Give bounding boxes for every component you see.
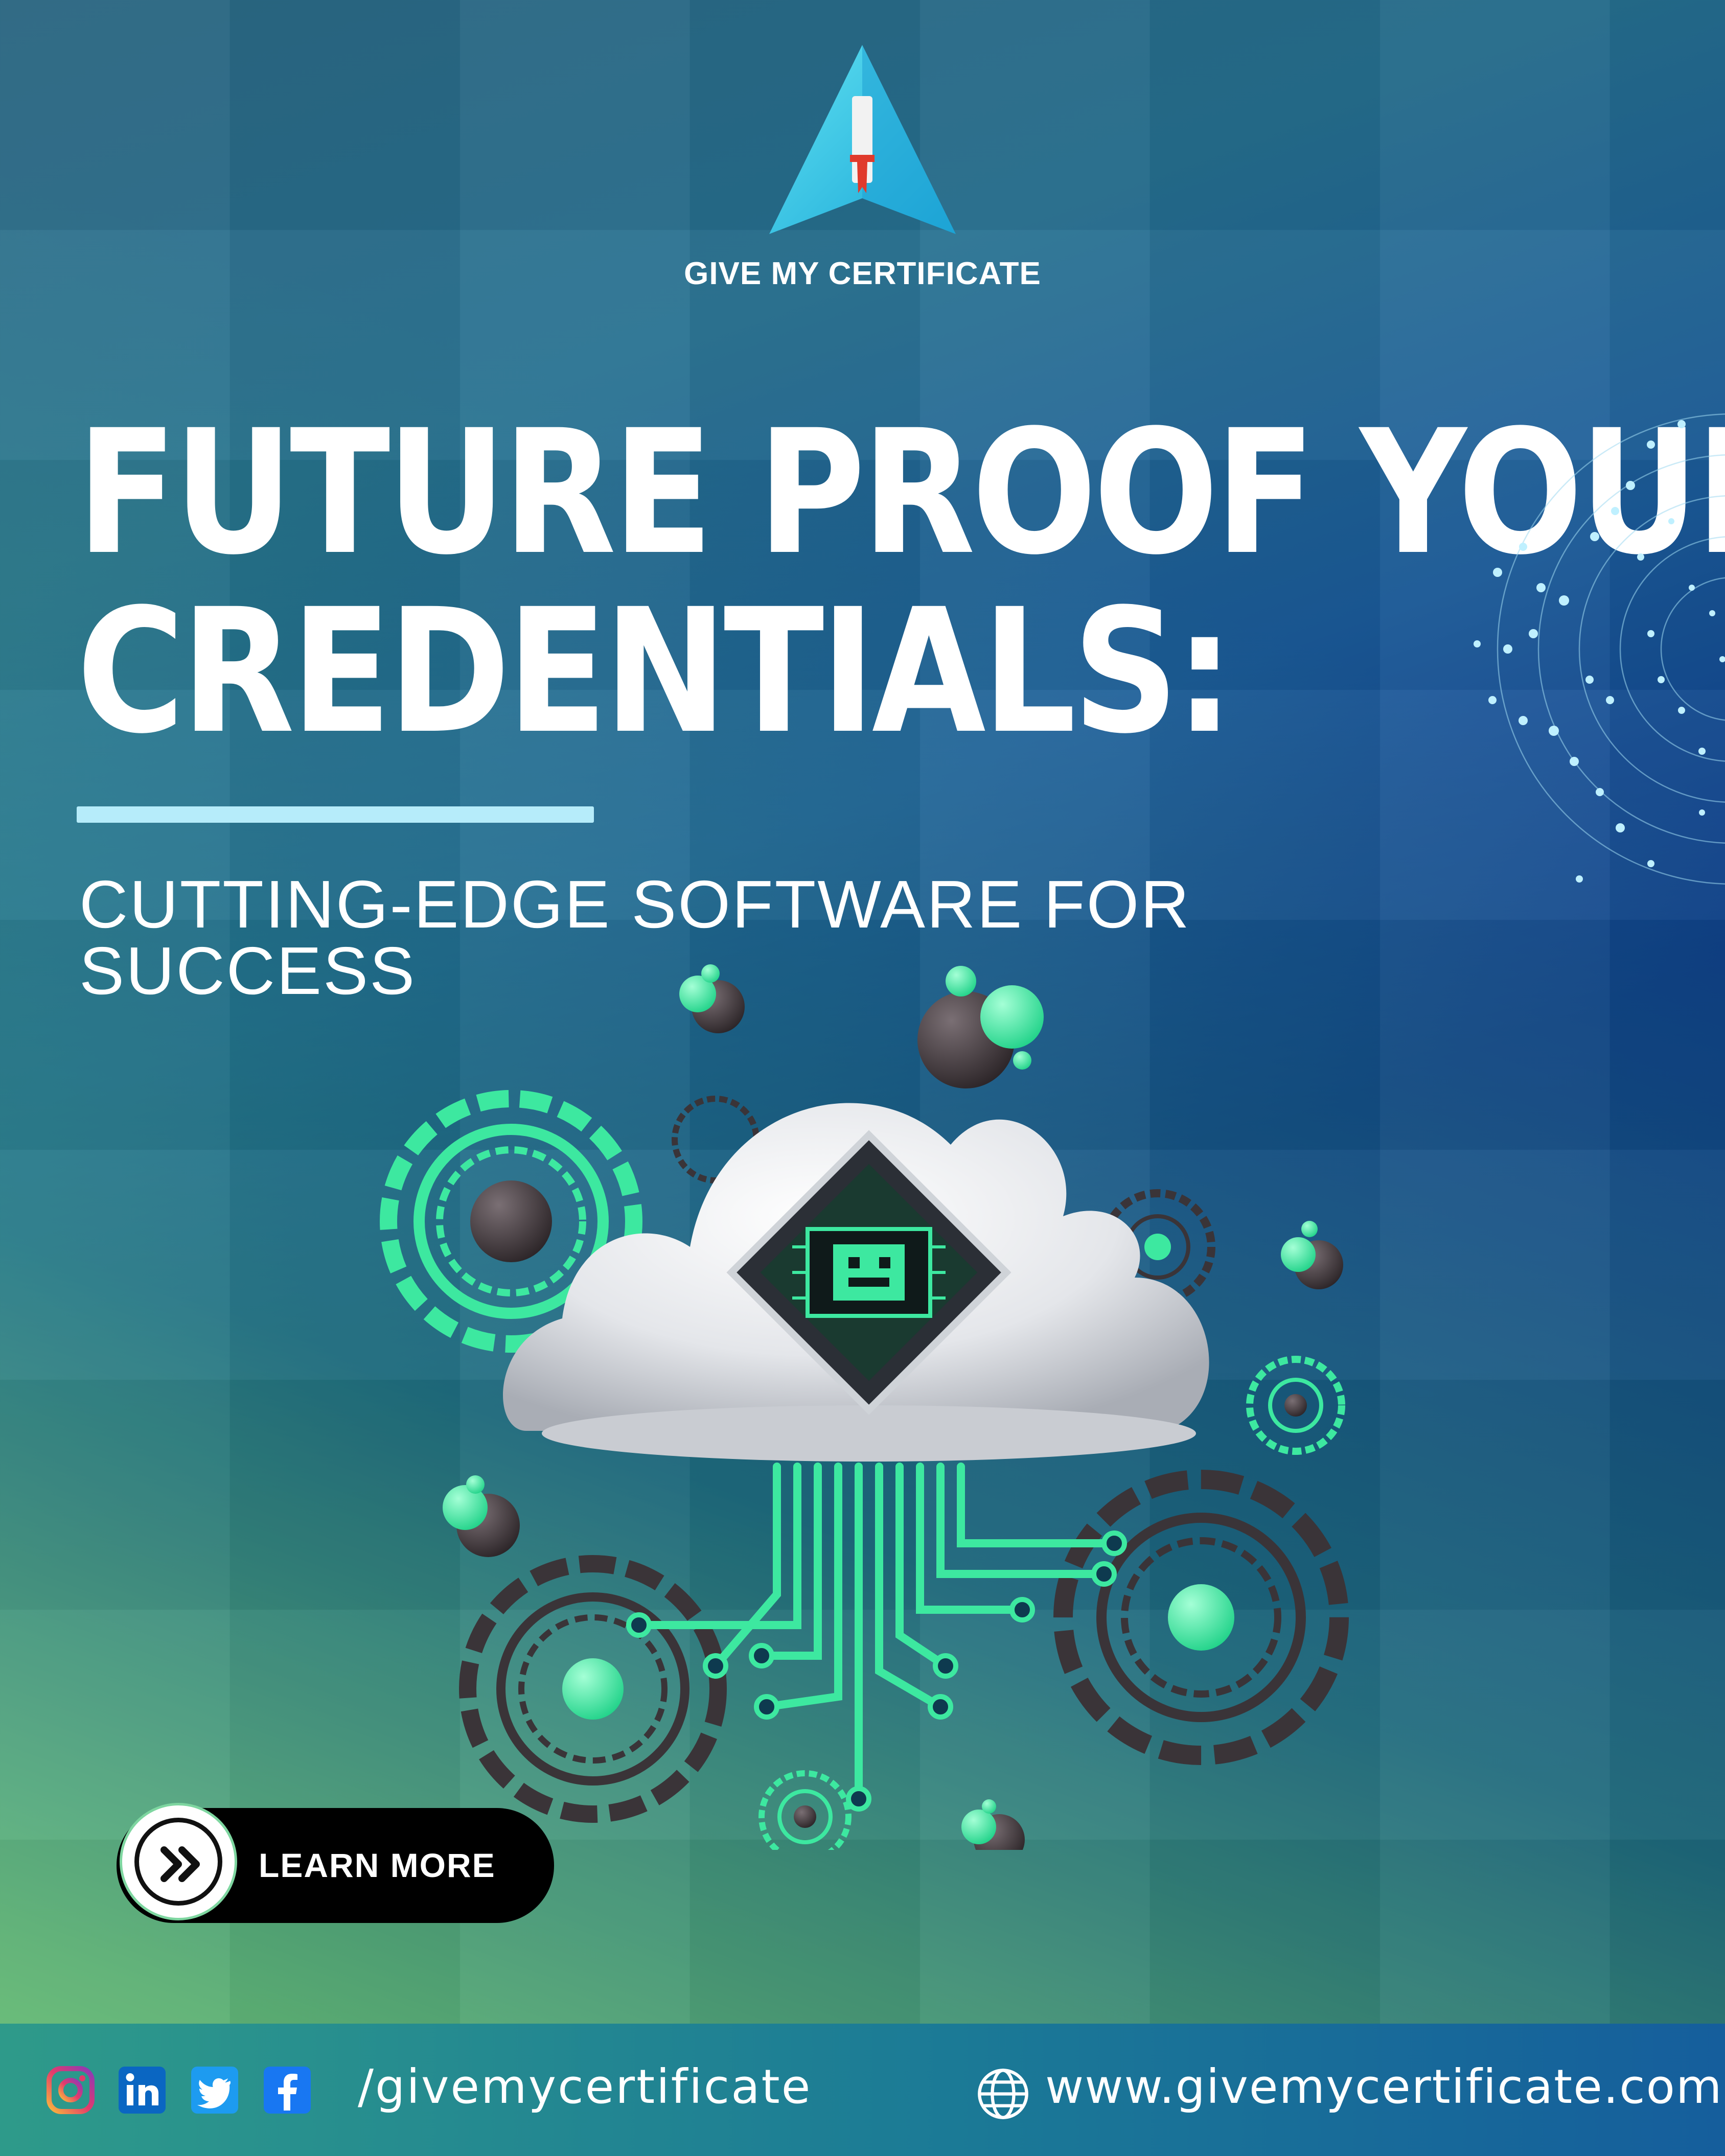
instagram-icon[interactable]	[45, 2065, 96, 2116]
learn-more-icon-circle	[120, 1803, 237, 1920]
headline-line-2: CREDENTIALS:	[77, 572, 1234, 772]
gear-icon	[380, 1090, 642, 1353]
learn-more-button[interactable]: LEARN MORE	[117, 1803, 554, 1923]
decorative-orbit-dots	[1474, 413, 1725, 885]
cloud-circuit-illustration	[380, 964, 1349, 1850]
subheadline-line-1: CUTTING-EDGE SOFTWARE FOR	[79, 867, 1191, 942]
website-link[interactable]: www.givemycertificate.com	[1045, 2059, 1723, 2114]
linkedin-icon[interactable]	[117, 2065, 168, 2116]
double-chevron-right-icon	[160, 1846, 200, 1882]
headline-line-1: FUTURE PROOF YOUR	[77, 393, 1725, 593]
subheadline: CUTTING-EDGE SOFTWARE FOR SUCCESS	[79, 867, 1255, 1008]
social-handle: /givemycertificate	[358, 2059, 812, 2114]
logo-icon	[769, 45, 956, 234]
twitter-icon[interactable]	[189, 2065, 240, 2116]
subheadline-line-2: SUCCESS	[79, 933, 417, 1008]
globe-icon	[978, 2069, 1028, 2119]
gear-icon	[459, 1555, 727, 1823]
gear-icon	[1053, 1470, 1349, 1765]
headline: FUTURE PROOF YOUR CREDENTIALS:	[77, 393, 1725, 772]
learn-more-label: LEARN MORE	[259, 1846, 496, 1884]
facebook-icon[interactable]	[262, 2065, 313, 2116]
brand-name: GIVE MY CERTIFICATE	[684, 256, 1041, 291]
headline-divider	[77, 806, 594, 823]
